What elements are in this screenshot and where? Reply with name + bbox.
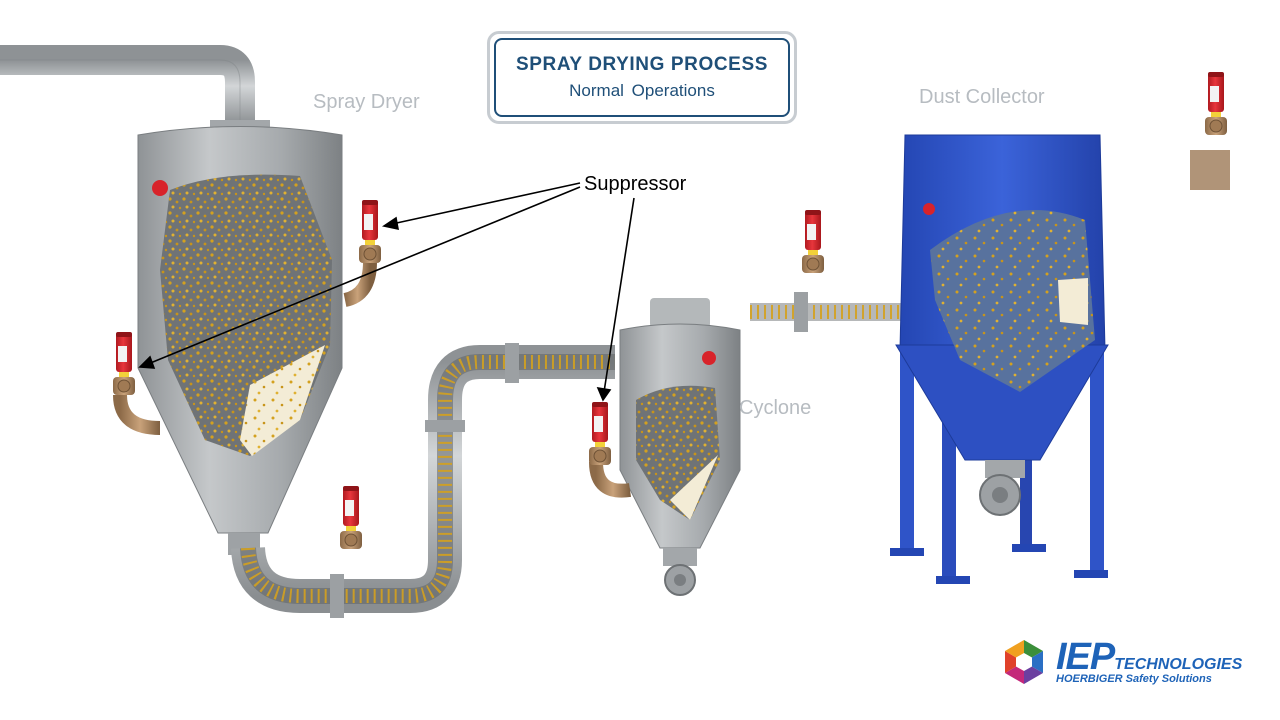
suppressor-callout-arrows	[138, 182, 635, 402]
indicator-light	[152, 180, 168, 196]
indicator-light	[702, 351, 716, 365]
indicator-light	[923, 203, 935, 215]
suppressor-cyclone	[588, 401, 632, 498]
suppressor-collector-duct	[801, 209, 825, 274]
logo-brand: IEP	[1056, 636, 1115, 678]
label-dust-collector: Dust Collector	[919, 86, 1045, 108]
iep-logo-icon	[1005, 640, 1043, 684]
transfer-duct	[231, 343, 615, 618]
cyclone-vessel	[619, 298, 741, 596]
diagram-title: SPRAY DRYING PROCESS	[515, 54, 769, 75]
diagram-subtitle: Normal Operations	[569, 81, 715, 100]
label-suppressor: Suppressor	[584, 173, 687, 195]
logo-brand-suffix: TECHNOLOGIES	[1114, 656, 1243, 673]
label-spray-dryer: Spray Dryer	[313, 91, 420, 113]
suppressor-spray-dryer-lower	[112, 331, 161, 435]
suppressor-outlet	[1204, 71, 1228, 136]
spray-dryer-vessel	[137, 120, 343, 555]
outlet-pipe	[1105, 150, 1280, 190]
title-panel: SPRAY DRYING PROCESS Normal Operations	[487, 31, 797, 124]
logo-wordmark: IEPTECHNOLOGIES	[1056, 636, 1242, 679]
suppressor-spray-dryer-upper	[343, 199, 382, 307]
dust-collector	[890, 134, 1109, 584]
logo-tagline: HOERBIGER Safety Solutions	[1056, 673, 1212, 685]
suppressor-transfer-duct	[339, 485, 363, 550]
label-cyclone: Cyclone	[739, 397, 812, 419]
inlet-pipe	[0, 45, 255, 125]
title-panel-inner: SPRAY DRYING PROCESS Normal Operations	[494, 38, 790, 117]
